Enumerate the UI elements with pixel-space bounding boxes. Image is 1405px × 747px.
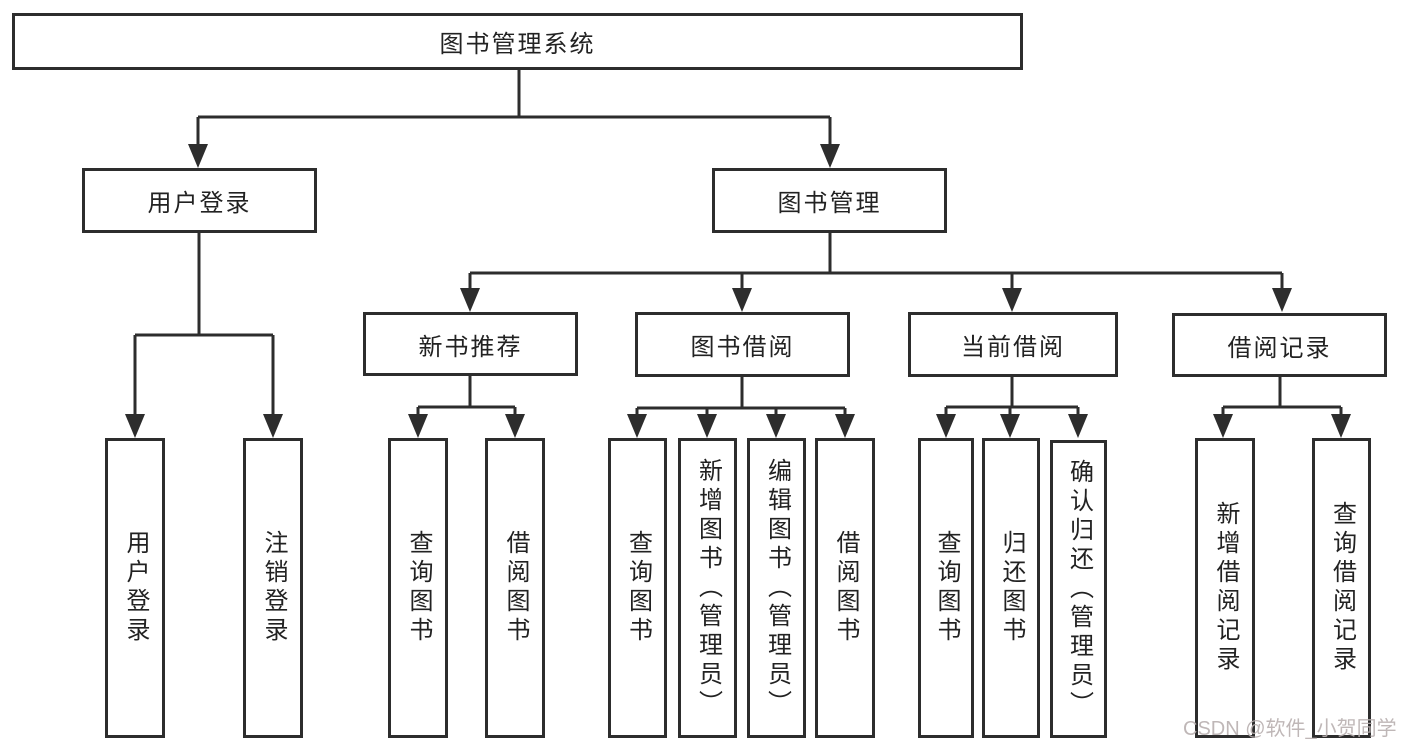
node-label: 查询图书 bbox=[405, 530, 432, 646]
arrowhead bbox=[627, 414, 647, 438]
node-leaf-query-books-2: 查询图书 bbox=[608, 438, 667, 738]
node-leaf-borrow-books-1: 借阅图书 bbox=[485, 438, 545, 738]
node-leaf-add-borrow-record: 新增借阅记录 bbox=[1195, 438, 1255, 738]
node-leaf-borrow-books-2: 借阅图书 bbox=[815, 438, 875, 738]
node-label: 图书借阅 bbox=[690, 334, 795, 361]
node-leaf-user-login: 用户登录 bbox=[105, 438, 165, 738]
node-leaf-add-book-admin: 新增图书（管理员） bbox=[678, 438, 737, 738]
node-label: 借阅图书 bbox=[832, 530, 859, 646]
node-leaf-return-book: 归还图书 bbox=[982, 438, 1040, 738]
node-label: 确认归还（管理员） bbox=[1065, 458, 1093, 720]
arrowhead bbox=[460, 288, 480, 312]
arrowhead bbox=[820, 144, 840, 168]
arrowhead bbox=[125, 414, 145, 438]
connector-new-book-children bbox=[416, 376, 517, 414]
arrowhead bbox=[1002, 288, 1022, 312]
node-borrow-records: 借阅记录 bbox=[1172, 313, 1387, 377]
connector-root-to-level1 bbox=[196, 70, 832, 144]
node-label: 查询图书 bbox=[933, 530, 960, 646]
node-leaf-confirm-return-admin: 确认归还（管理员） bbox=[1050, 440, 1107, 738]
node-user-login: 用户登录 bbox=[82, 168, 317, 233]
arrowhead bbox=[505, 414, 525, 438]
node-label: 新书推荐 bbox=[418, 333, 523, 361]
arrowhead bbox=[766, 414, 786, 438]
node-label: 归还图书 bbox=[998, 530, 1025, 646]
node-label: 图书管理系统 bbox=[439, 31, 596, 58]
node-leaf-query-books-1: 查询图书 bbox=[388, 438, 448, 738]
node-label: 查询图书 bbox=[624, 530, 652, 646]
node-label: 借阅图书 bbox=[502, 530, 529, 646]
node-label: 注销登录 bbox=[260, 530, 287, 646]
node-label: 查询借阅记录 bbox=[1328, 501, 1356, 675]
arrowhead bbox=[697, 414, 717, 438]
arrowhead bbox=[408, 414, 428, 438]
node-current-borrow: 当前借阅 bbox=[908, 312, 1118, 377]
node-leaf-edit-book-admin: 编辑图书（管理员） bbox=[747, 438, 806, 738]
node-new-book-recommend: 新书推荐 bbox=[363, 312, 578, 376]
arrowhead bbox=[1000, 414, 1020, 438]
node-leaf-logout: 注销登录 bbox=[243, 438, 303, 738]
node-label: 新增借阅记录 bbox=[1212, 501, 1239, 675]
connector-paths bbox=[133, 70, 1343, 414]
node-label: 图书管理 bbox=[777, 190, 882, 217]
node-label: 用户登录 bbox=[122, 530, 149, 646]
csdn-watermark: CSDN @软件_小贺同学 bbox=[1183, 718, 1397, 740]
node-leaf-query-books-3: 查询图书 bbox=[918, 438, 974, 738]
node-book-borrow: 图书借阅 bbox=[635, 312, 850, 377]
node-label: 编辑图书（管理员） bbox=[763, 457, 791, 719]
arrowhead bbox=[936, 414, 956, 438]
arrowhead bbox=[835, 414, 855, 438]
arrowhead bbox=[263, 414, 283, 438]
node-label: 当前借阅 bbox=[961, 334, 1065, 361]
connector-user-login-children bbox=[133, 233, 275, 414]
arrowheads bbox=[125, 144, 1351, 438]
arrowhead bbox=[1331, 414, 1351, 438]
node-label: 借阅记录 bbox=[1227, 334, 1332, 362]
connector-book-management-children bbox=[468, 233, 1284, 288]
arrowhead bbox=[732, 288, 752, 312]
arrowhead bbox=[188, 144, 208, 168]
node-book-management: 图书管理 bbox=[712, 168, 947, 233]
arrowhead bbox=[1213, 414, 1233, 438]
connector-book-borrow-children bbox=[635, 377, 847, 414]
node-leaf-query-borrow-record: 查询借阅记录 bbox=[1312, 438, 1371, 738]
connector-current-borrow-children bbox=[944, 377, 1080, 414]
node-label: 新增图书（管理员） bbox=[694, 457, 722, 719]
arrowhead bbox=[1068, 414, 1088, 438]
node-label: 用户登录 bbox=[147, 190, 252, 217]
arrowhead bbox=[1272, 288, 1292, 312]
connector-borrow-records-children bbox=[1221, 377, 1343, 414]
node-root-system: 图书管理系统 bbox=[12, 13, 1023, 70]
